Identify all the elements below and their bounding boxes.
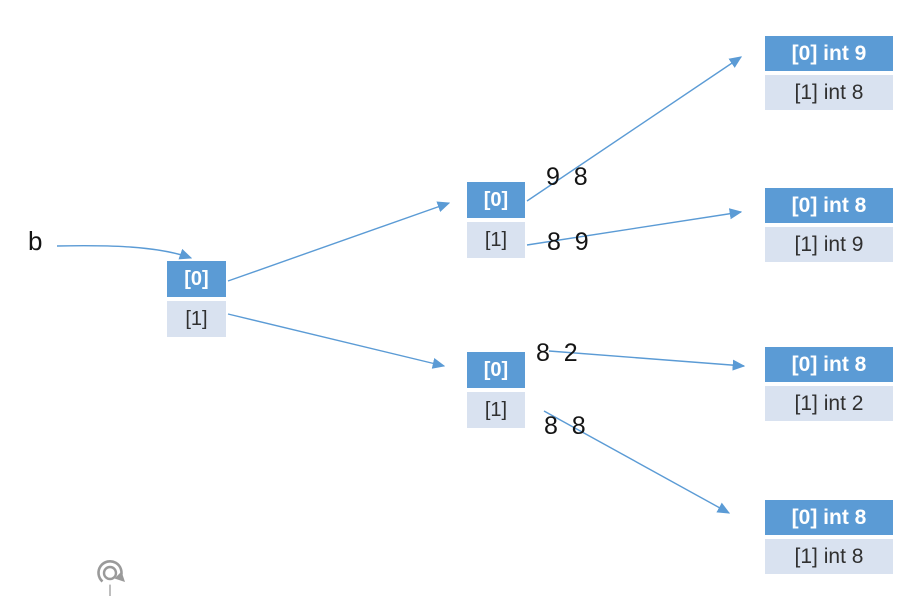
array-node-leaf-4: [0] int 8 [1] int 8	[765, 500, 893, 578]
edge-root1-to-midbottom	[227, 313, 446, 369]
leaf-1-index-0: [0] int 9	[765, 36, 893, 71]
node-root-index-1: [1]	[167, 301, 226, 337]
rotate-arrow-icon	[94, 556, 130, 596]
node-mid-bottom-index-1: [1]	[467, 392, 525, 428]
array-node-mid-top: [0] [1]	[467, 182, 525, 262]
array-node-mid-bottom: [0] [1]	[467, 352, 525, 432]
variable-label-b: b	[28, 226, 43, 256]
leaf-3-index-0: [0] int 8	[765, 347, 893, 382]
edge-values-bottom-lower: 8 8	[544, 412, 586, 440]
leaf-4-index-0: [0] int 8	[765, 500, 893, 535]
leaf-3-index-1: [1] int 2	[765, 386, 893, 421]
edge-values-bottom-upper: 8 2	[536, 339, 578, 367]
node-root-index-0: [0]	[167, 261, 226, 297]
node-mid-top-index-1: [1]	[467, 222, 525, 258]
leaf-1-index-1: [1] int 8	[765, 75, 893, 110]
edge-values-top-lower: 8 9	[547, 228, 589, 256]
leaf-2-index-1: [1] int 9	[765, 227, 893, 262]
array-node-leaf-2: [0] int 8 [1] int 9	[765, 188, 893, 266]
array-node-leaf-3: [0] int 8 [1] int 2	[765, 347, 893, 425]
node-mid-bottom-index-0: [0]	[467, 352, 525, 388]
array-node-leaf-1: [0] int 9 [1] int 8	[765, 36, 893, 114]
node-mid-top-index-0: [0]	[467, 182, 525, 218]
edge-root0-to-midtop	[227, 201, 451, 282]
leaf-2-index-0: [0] int 8	[765, 188, 893, 223]
edge-values-top-upper: 9 8	[546, 163, 588, 191]
edge-midbottom0-to-leaf3	[548, 350, 746, 371]
leaf-4-index-1: [1] int 8	[765, 539, 893, 574]
array-node-root: [0] [1]	[167, 261, 226, 341]
edge-b-to-root	[56, 245, 193, 260]
